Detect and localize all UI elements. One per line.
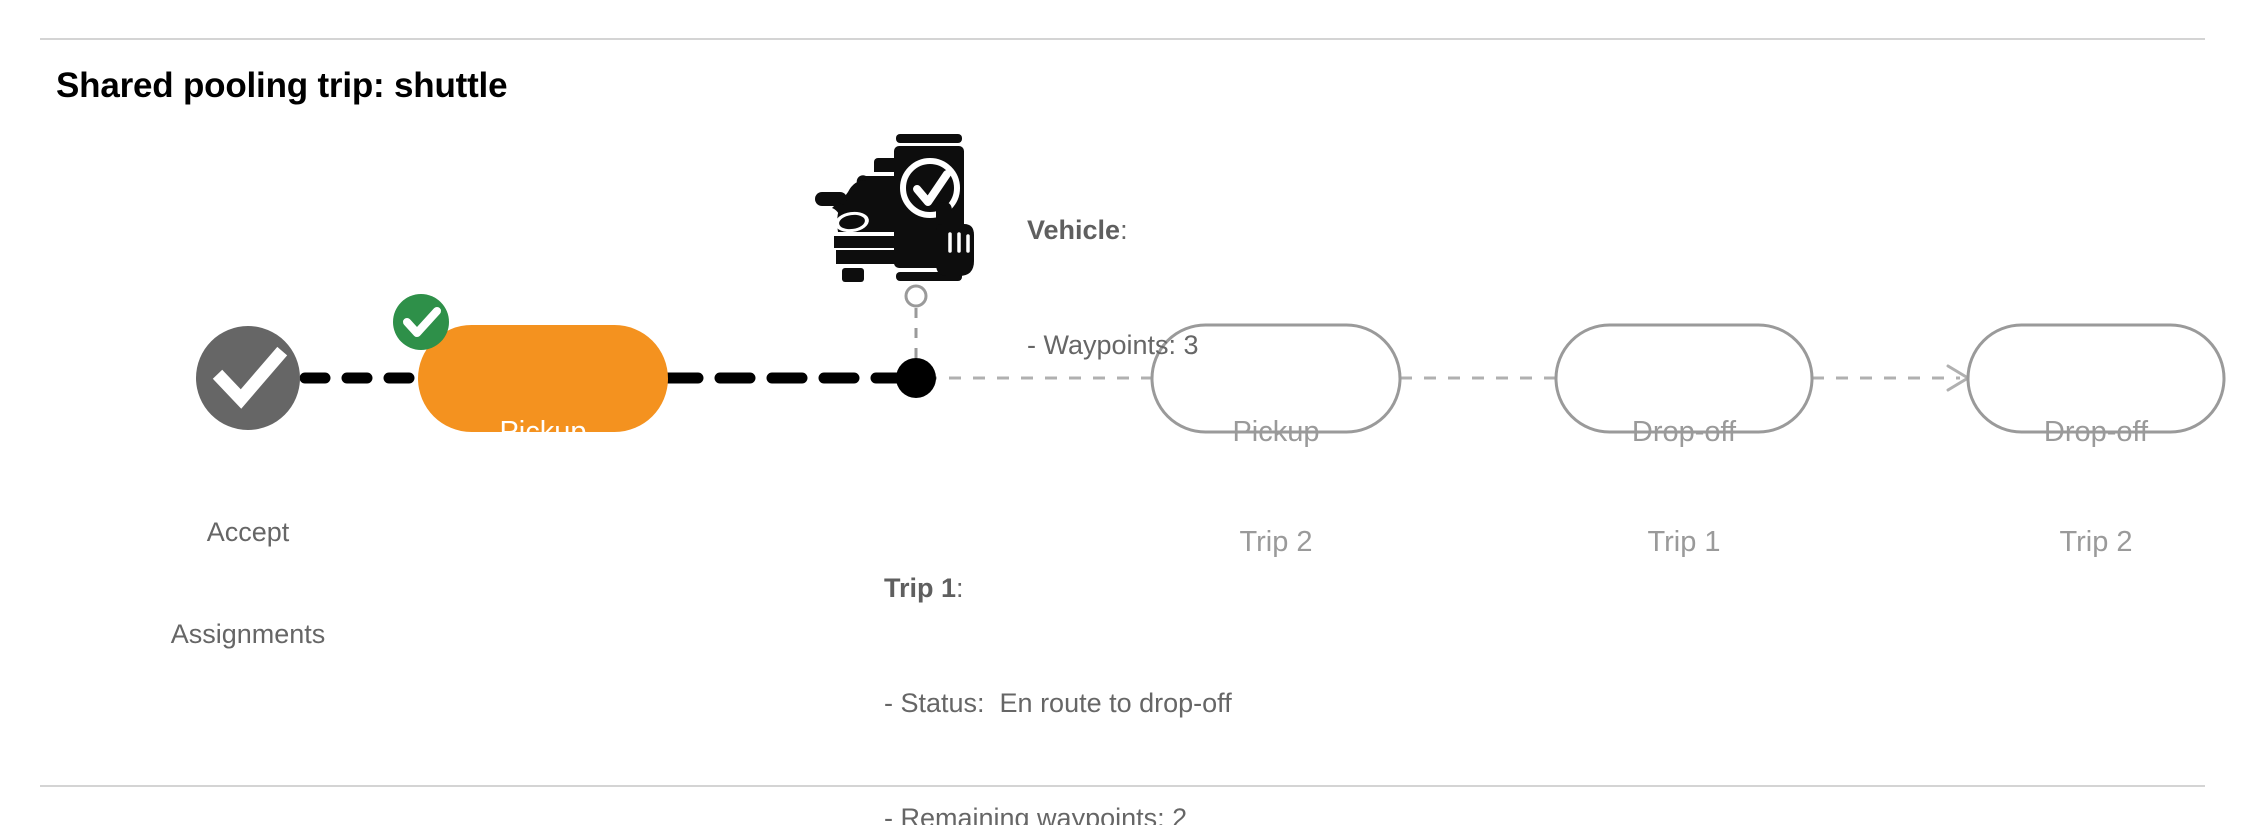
node-dropoff-trip-1	[1554, 323, 1814, 434]
node-pickup-trip-1	[418, 325, 668, 432]
vehicle-with-phone-check-icon	[815, 122, 994, 287]
trip-1-remaining-waypoints: - Remaining waypoints: 2	[884, 802, 1188, 825]
caption-line-2: Assignments	[170, 619, 326, 650]
trip-1-status: - Status: En route to drop-off	[884, 687, 1232, 718]
vehicle-annotation: Vehicle: - Waypoints: 3	[1027, 134, 1199, 441]
vehicle-connector-ring	[904, 284, 928, 308]
accept-assignments-caption: Accept Assignments	[98, 446, 398, 720]
page-title: Shared pooling trip: shuttle	[56, 66, 508, 105]
accept-assignments-circle	[196, 326, 300, 430]
vehicle-annotation-heading: Vehicle:	[1027, 214, 1128, 245]
node-pickup-trip-2	[1150, 323, 1402, 434]
vehicle-annotation-line: - Waypoints: 3	[1027, 329, 1199, 360]
current-position-dot	[896, 358, 936, 398]
trips-annotation: Trip 1: - Status: En route to drop-off -…	[884, 492, 1232, 825]
bottom-divider	[40, 785, 2205, 787]
node-dropoff-trip-2	[1966, 323, 2226, 434]
trip-1-heading: Trip 1:	[884, 572, 964, 603]
check-icon	[212, 346, 288, 409]
caption-line-1: Accept	[206, 516, 290, 547]
top-divider	[40, 38, 2205, 40]
check-badge-icon	[393, 294, 449, 350]
